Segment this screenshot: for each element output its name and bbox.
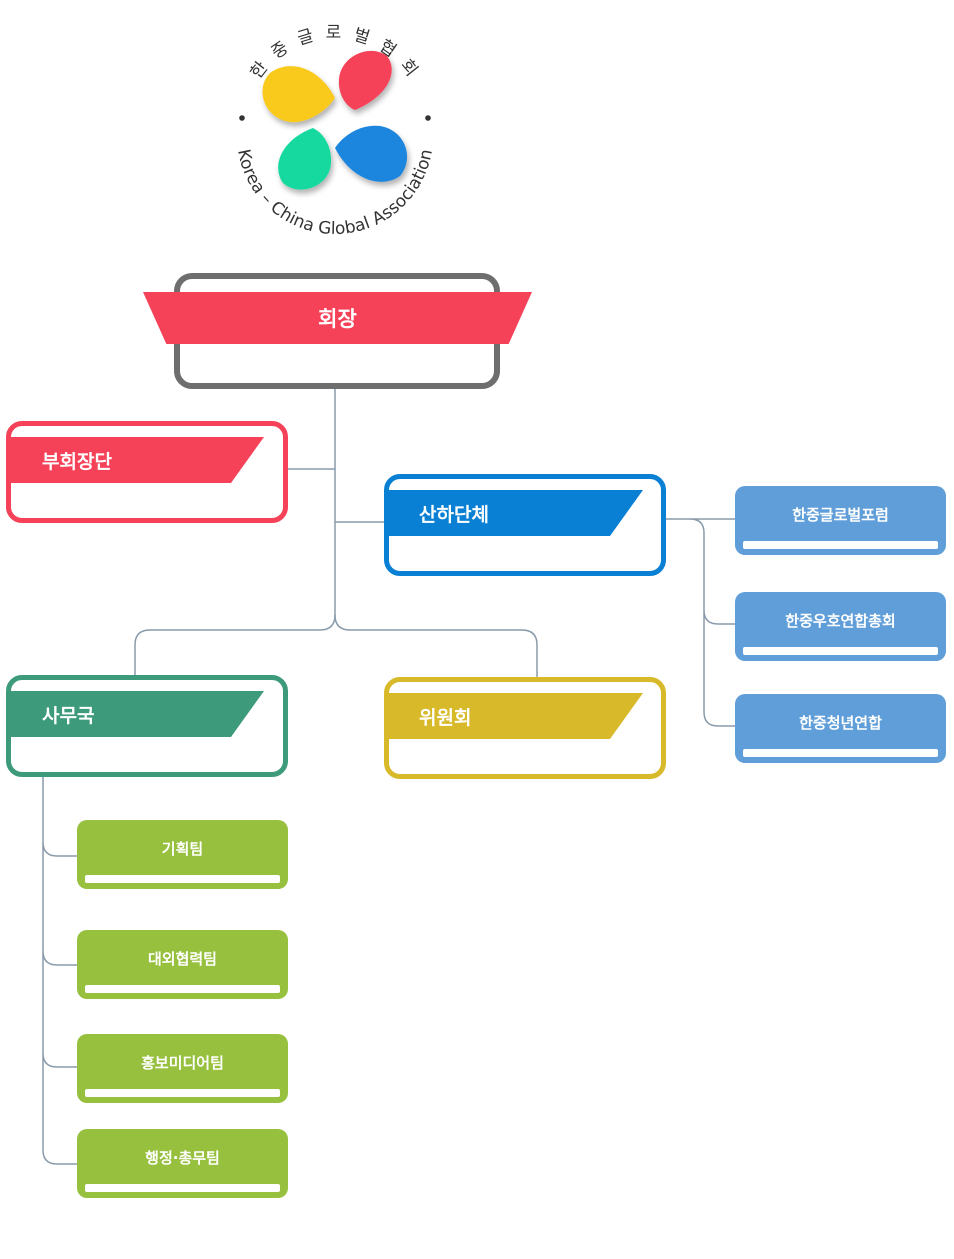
association-logo: 한 중 글 로 벌 협 회 Korea – China Global Assoc… [233, 23, 437, 238]
red-petal [338, 50, 392, 110]
committee-connector [334, 614, 538, 677]
secretariat-child-connector [42, 777, 77, 1165]
team-card: 기획팀 [77, 820, 288, 889]
subsidiary-label: 산하단체 [389, 490, 643, 536]
logo-petals [262, 50, 408, 190]
green-petal [278, 128, 332, 190]
president-label: 회장 [143, 292, 532, 344]
subsidiary-child-connector [666, 518, 735, 727]
blue-petal [335, 125, 408, 182]
subsidiary-child-card: 한중우호연합총회 [735, 592, 946, 661]
logo-dot-right [425, 115, 431, 121]
secretariat-label: 사무국 [10, 691, 264, 737]
subsidiary-child-card: 한중청년연합 [735, 694, 946, 763]
team-card: 행정·총무팀 [77, 1129, 288, 1198]
team-card: 홍보미디어팀 [77, 1034, 288, 1103]
logo-dot-left [239, 115, 245, 121]
yellow-petal [262, 66, 335, 123]
vice-president-label: 부회장단 [10, 437, 264, 483]
subsidiary-child-card: 한중글로벌포럼 [735, 486, 946, 555]
team-card: 대외협력팀 [77, 930, 288, 999]
secretariat-connector [134, 614, 336, 675]
committee-label: 위원회 [389, 693, 643, 739]
